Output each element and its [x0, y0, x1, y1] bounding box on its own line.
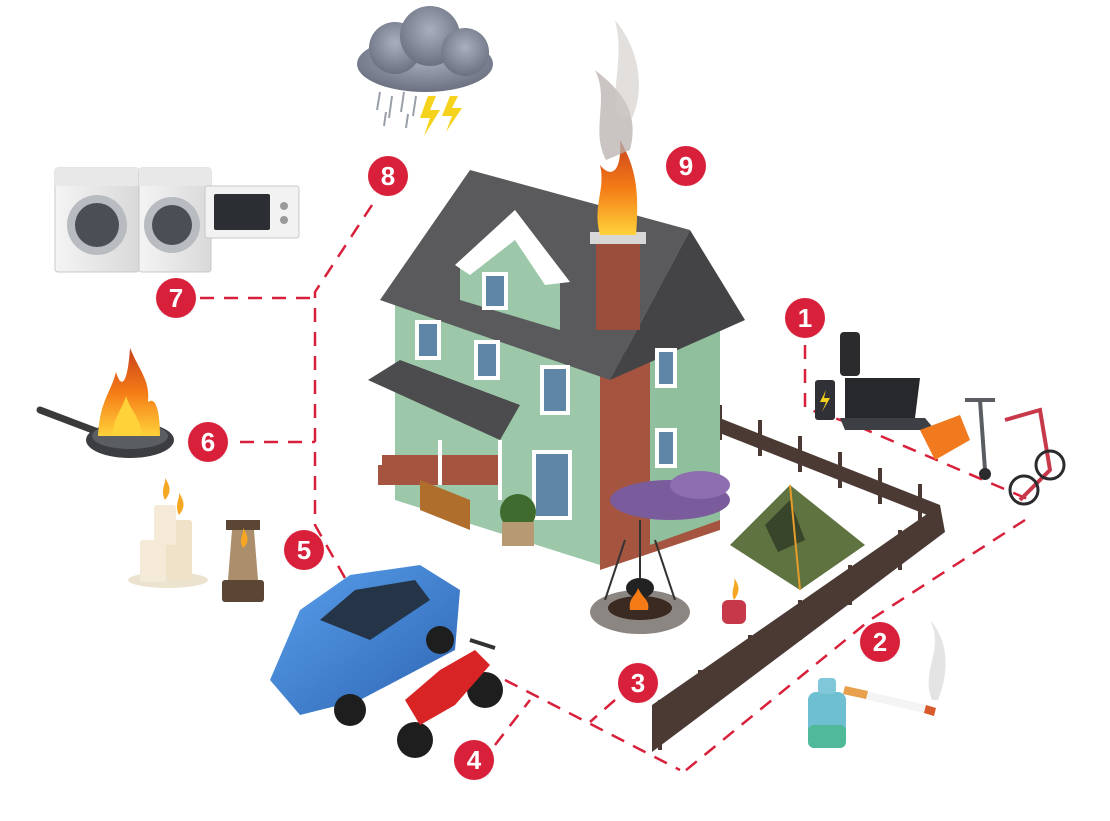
marker-1-label: 1: [797, 303, 813, 333]
chimney-fire-illustration: [595, 20, 639, 235]
tent-illustration: [730, 484, 865, 591]
marker-2-label: 2: [872, 627, 888, 657]
appliances-illustration: [54, 167, 300, 273]
marker-5: 5: [284, 530, 324, 570]
connector-line-8: [313, 204, 374, 579]
marker-3-label: 3: [630, 668, 646, 698]
campfire-illustration: [590, 520, 690, 634]
storm-cloud-illustration: [357, 6, 493, 136]
marker-2: 2: [860, 622, 900, 662]
marker-6: 6: [188, 422, 228, 462]
marker-5-label: 5: [296, 535, 312, 565]
connector-lines: [200, 204, 1031, 776]
motorcycle-illustration: [397, 638, 503, 758]
vape-and-cigarette-illustration: [808, 620, 946, 748]
candles-and-lantern-illustration: [128, 478, 264, 602]
car-illustration: [270, 565, 460, 726]
marker-7: 7: [156, 278, 196, 318]
marker-4-label: 4: [466, 745, 482, 775]
connector-line-3: [589, 699, 616, 723]
frying-pan-fire-illustration: [36, 348, 174, 458]
connector-line-1: [803, 345, 1031, 502]
marker-9: 9: [666, 146, 706, 186]
connector-line-2: [679, 518, 1026, 776]
electronics-illustration: [815, 332, 1066, 506]
marker-9-label: 9: [678, 151, 694, 181]
marker-8: 8: [368, 156, 408, 196]
marker-3: 3: [618, 663, 658, 703]
marker-4: 4: [454, 740, 494, 780]
marker-7-label: 7: [168, 283, 184, 313]
connector-line-4: [494, 678, 681, 772]
marker-8-label: 8: [380, 161, 396, 191]
marker-6-label: 6: [200, 427, 216, 457]
house-illustration: [368, 170, 745, 570]
marker-1: 1: [785, 298, 825, 338]
camping-stove-illustration: [722, 578, 746, 624]
